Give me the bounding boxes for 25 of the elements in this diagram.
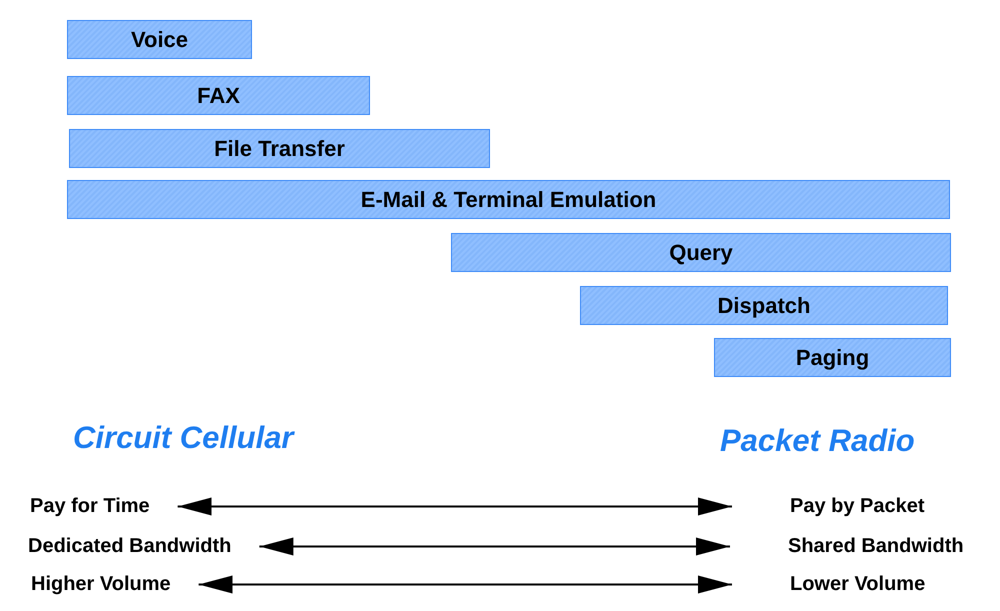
range-bar xyxy=(451,233,951,272)
range-bar xyxy=(714,338,951,377)
range-bar xyxy=(67,76,370,115)
range-bar xyxy=(67,180,950,219)
range-bar xyxy=(67,20,252,59)
bar-label: File Transfer xyxy=(214,136,345,162)
trait-label: Pay for Time xyxy=(30,495,150,518)
range-bar xyxy=(69,129,490,168)
bar-label: Voice xyxy=(130,26,188,52)
bar-label: Dispatch xyxy=(718,292,810,318)
range-bar xyxy=(580,286,948,325)
double-arrow xyxy=(178,498,732,516)
trait-label: Higher Volume xyxy=(31,573,171,596)
bar-label: Paging xyxy=(796,344,870,370)
bar-label: E-Mail & Terminal Emulation xyxy=(360,186,656,212)
trait-label: Dedicated Bandwidth xyxy=(28,535,232,558)
bar-label: FAX xyxy=(197,82,240,108)
bar-label: Query xyxy=(669,240,733,266)
network-type-heading: Packet Radio xyxy=(720,423,915,459)
double-arrow xyxy=(198,576,732,594)
trait-label: Lower Volume xyxy=(790,573,926,596)
double-arrow xyxy=(259,538,730,556)
network-type-heading: Circuit Cellular xyxy=(73,420,294,456)
trait-label: Shared Bandwidth xyxy=(788,535,964,558)
trait-label: Pay by Packet xyxy=(790,495,925,518)
